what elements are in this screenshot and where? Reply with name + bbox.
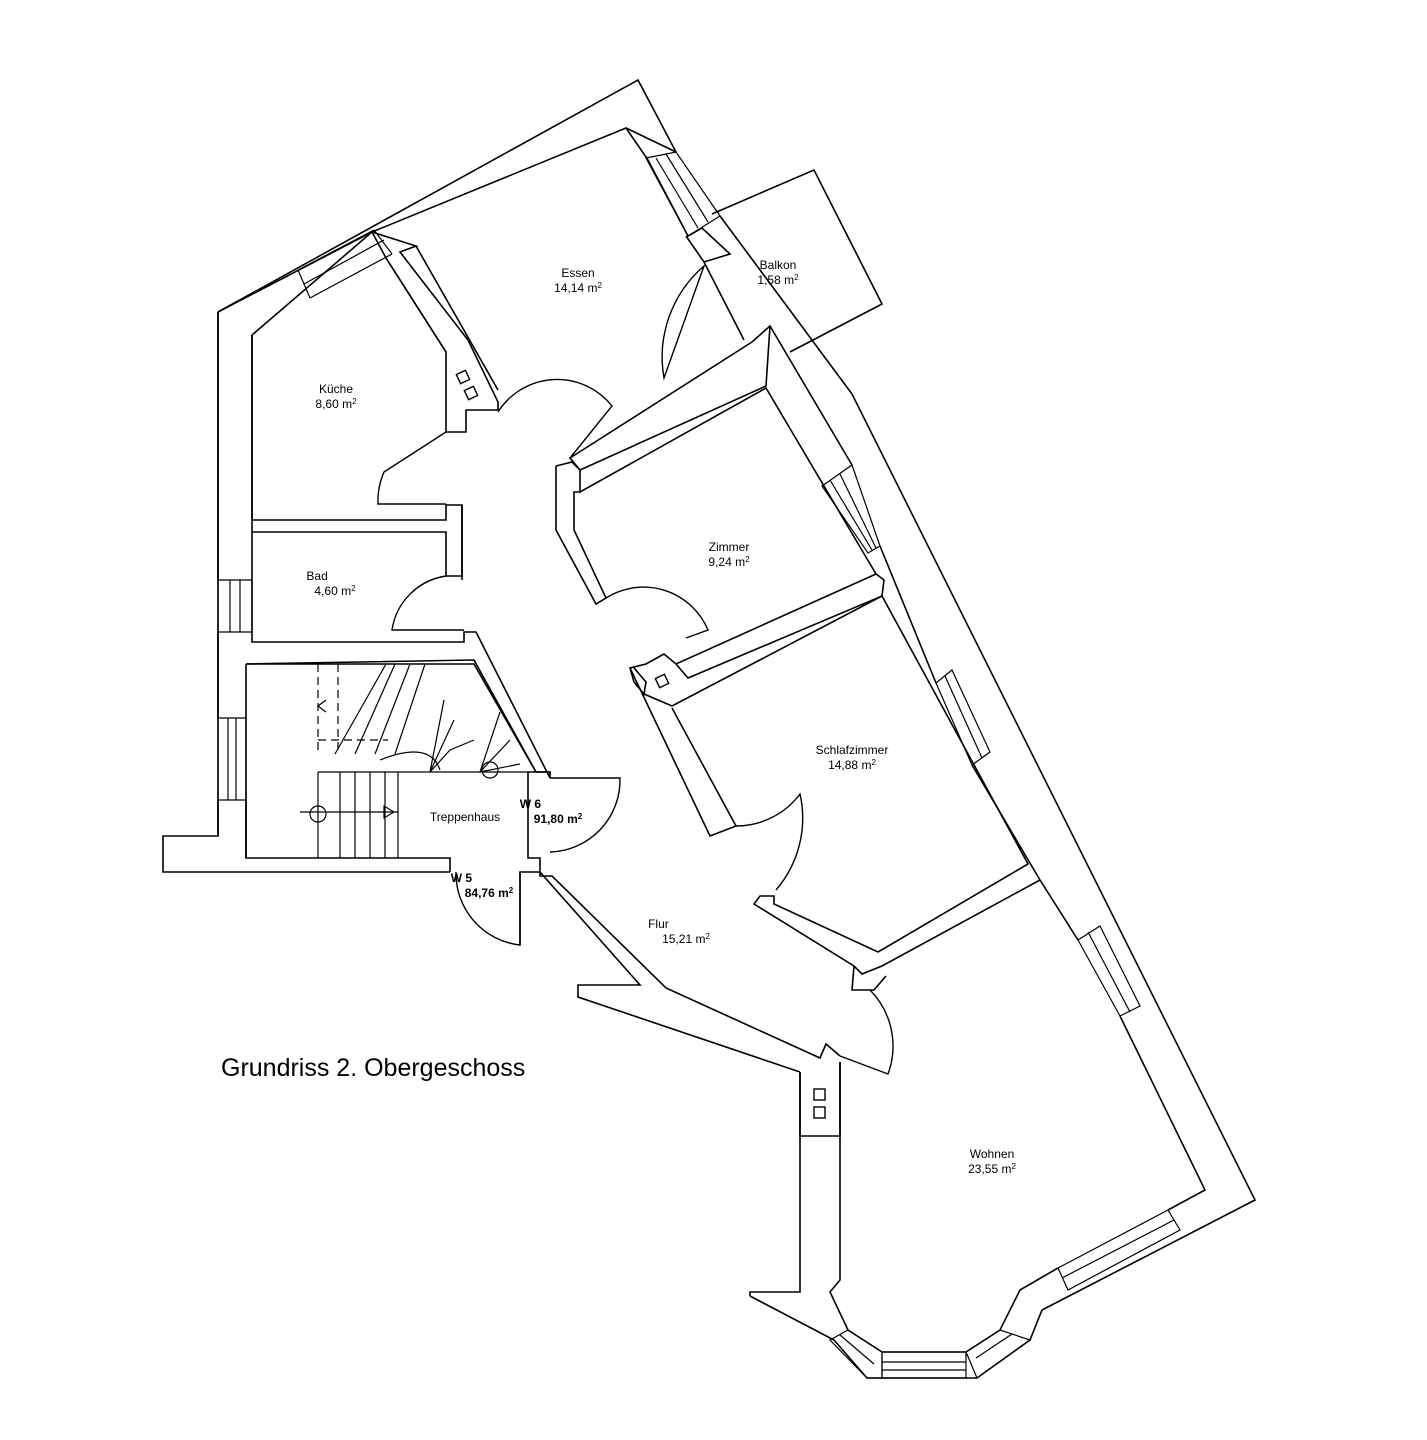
wall-kueche-essen: [370, 230, 499, 433]
room-label-balkon: Balkon 1,58 m2: [757, 258, 798, 288]
wall-kueche-bad: [251, 505, 463, 577]
outer-wall-inner-line: [251, 127, 1207, 1353]
wall-zimmer-inner: [555, 466, 608, 606]
room-area: 14,88 m2: [828, 758, 876, 772]
wall-flur-south: [539, 872, 887, 1060]
room-name: Bad: [306, 569, 328, 583]
unit-area: 91,80 m2: [533, 812, 583, 826]
room-name: Schlafzimmer: [815, 743, 889, 757]
wall-essen-south: [568, 325, 771, 471]
wall-wohnen-west: [799, 1062, 841, 1137]
wall-zimmer: [555, 386, 878, 696]
balcony-outline: [703, 168, 884, 353]
wall-zimmer-south-2: [643, 595, 883, 707]
room-label-essen: Essen 14,14 m2: [554, 266, 602, 296]
room-area: 9,24 m2: [708, 555, 750, 569]
door-swings: [377, 263, 894, 1075]
room-name: Küche: [318, 382, 354, 396]
plan-title: Grundriss 2. Obergeschoss: [221, 1054, 526, 1082]
room-name: Flur: [648, 917, 669, 931]
unit-name: W 5: [450, 871, 473, 885]
outer-wall-outer-line: [162, 78, 1257, 1379]
wall-bad-stair: [245, 532, 551, 779]
room-name: Essen: [561, 266, 595, 280]
room-name: Zimmer: [708, 540, 750, 554]
room-label-wohnen: Wohnen 23,55 m2: [968, 1147, 1016, 1177]
room-name: Balkon: [759, 258, 797, 272]
unit-area: 84,76 m2: [464, 886, 514, 900]
wall-treppenhaus: [246, 663, 551, 872]
room-label-w6: W 6 91,80 m2: [520, 797, 583, 827]
wall-schlafzimmer: [629, 595, 1041, 975]
room-area: 1,58 m2: [757, 273, 799, 287]
stair-steps: [300, 663, 528, 858]
room-label-treppenhaus: Treppenhaus: [430, 810, 500, 825]
room-name: Treppenhaus: [429, 810, 501, 824]
room-label-bad: Bad 4,60 m2: [306, 569, 356, 599]
room-name: Wohnen: [969, 1147, 1015, 1161]
room-label-schlafzimmer: Schlafzimmer 14,88 m2: [816, 743, 889, 773]
unit-name: W 6: [519, 797, 542, 811]
room-label-w5: W 5 84,76 m2: [451, 871, 514, 901]
shaft-squares: [455, 369, 826, 1119]
wall-west-bottom: [217, 800, 247, 858]
room-area: 8,60 m2: [315, 397, 357, 411]
room-label-kueche: Küche 8,60 m2: [315, 382, 356, 412]
room-area: 23,55 m2: [968, 1162, 1016, 1176]
room-label-zimmer: Zimmer 9,24 m2: [708, 540, 749, 570]
wall-west-left: [217, 312, 253, 580]
windows: [217, 151, 1181, 1379]
room-label-flur: Flur 15,21 m2: [648, 917, 710, 947]
wall-kueche-essen-2: [385, 245, 499, 391]
room-area: 4,60 m2: [314, 584, 356, 598]
room-area: 15,21 m2: [662, 932, 710, 946]
room-area: 14,14 m2: [554, 281, 602, 295]
wall-zimmer-south: [675, 573, 885, 679]
